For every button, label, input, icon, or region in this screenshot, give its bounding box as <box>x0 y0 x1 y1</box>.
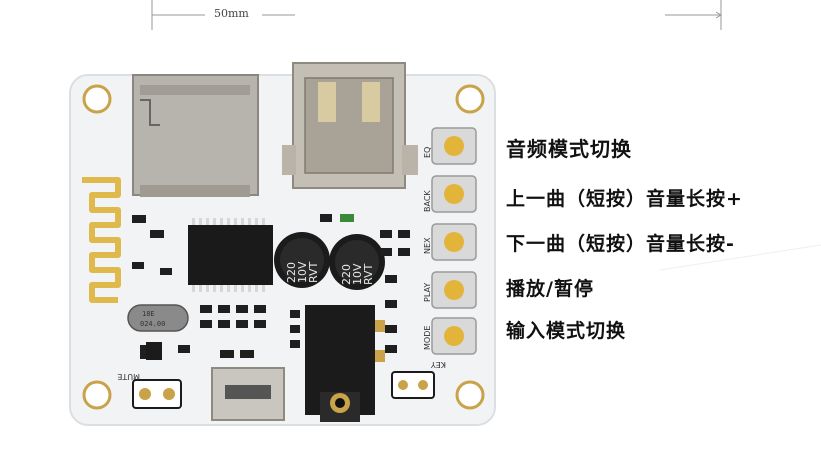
cap-left-line3: RVT <box>307 261 320 283</box>
button-label-back: BACK <box>423 190 432 212</box>
cap-right-line1: 220 <box>340 264 353 285</box>
callout-input-mode: 输入模式切换 <box>506 320 627 342</box>
callout-previous-track: 上一曲（短按）音量长按+ <box>506 188 743 210</box>
audio-jack <box>305 305 385 422</box>
dimension-lines <box>151 0 722 30</box>
usb-port <box>282 62 418 189</box>
callout-play-pause: 播放/暂停 <box>506 278 594 300</box>
sd-card-slot <box>132 74 259 197</box>
tact-buttons: EQ BACK NEX PLAY MODE <box>423 127 477 355</box>
antenna-trace <box>82 177 121 303</box>
main-chip <box>188 218 273 292</box>
key-header: KEY <box>391 360 446 399</box>
capacitor-right: 220 10V RVT <box>329 234 385 290</box>
callout-audio-mode: 音频模式切换 <box>506 137 632 161</box>
background-line <box>659 244 821 271</box>
callout-next-track: 下一曲（短按）音量长按- <box>506 233 735 255</box>
crystal-oscillator: 18E 024.00 <box>127 304 189 332</box>
key-label: KEY <box>431 360 446 369</box>
capacitor-left: 220 10V RVT <box>274 232 330 288</box>
dimension-marker: 50mm <box>0 0 821 30</box>
button-play <box>431 271 477 309</box>
button-label-eq: EQ <box>423 147 432 158</box>
mounting-holes <box>82 84 485 410</box>
dimension-label: 50mm <box>214 7 249 20</box>
button-label-play: PLAY <box>423 283 432 302</box>
mute-label: MUTE <box>117 372 140 381</box>
smd-components <box>132 214 410 359</box>
micro-usb-port <box>211 367 285 421</box>
button-label-mode: MODE <box>423 326 432 350</box>
cap-right-line2: 10V <box>351 263 364 285</box>
button-next <box>431 223 477 261</box>
button-eq <box>431 127 477 165</box>
button-mode <box>431 317 477 355</box>
mute-header: MUTE <box>117 372 182 409</box>
button-label-next: NEX <box>423 237 432 254</box>
crystal-line1: 024.00 <box>140 320 165 328</box>
button-back <box>431 175 477 213</box>
cap-left-line1: 220 <box>285 262 298 283</box>
cap-left-line2: 10V <box>296 261 309 283</box>
transistor <box>146 342 162 360</box>
crystal-line2: 18E <box>142 310 155 318</box>
cap-right-line3: RVT <box>362 263 375 285</box>
